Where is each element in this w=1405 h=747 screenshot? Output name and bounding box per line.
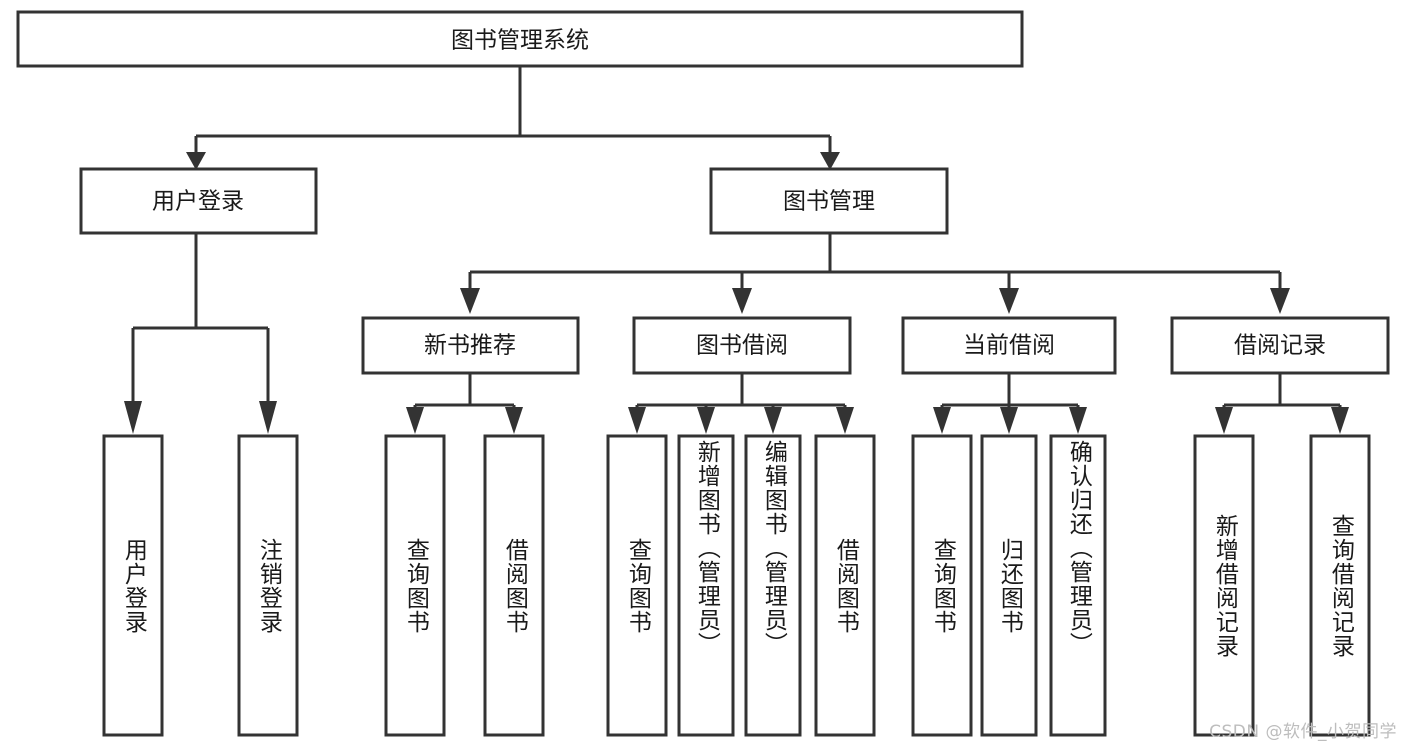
csdn-watermark: CSDN @软件_小贺同学: [1209, 722, 1397, 742]
arrow-head-leaf-query-book-1: [406, 407, 424, 434]
node-label-book-borrow: 图书借阅: [696, 333, 788, 359]
node-label-book-manage: 图书管理: [783, 189, 875, 215]
node-box-root[interactable]: [16, 10, 1024, 68]
node-box-book-manage[interactable]: [709, 167, 949, 235]
node-box-leaf-return-book[interactable]: [980, 434, 1038, 737]
arrow-head-leaf-query-book-2: [628, 407, 646, 434]
arrow-head-leaf-add-record: [1215, 407, 1233, 434]
node-box-leaf-add-book[interactable]: [677, 434, 735, 737]
arrow-head-book-borrow: [732, 288, 752, 314]
arrow-head-leaf-query-record: [1331, 407, 1349, 434]
node-box-leaf-query-book-1[interactable]: [384, 434, 446, 737]
node-box-leaf-query-record[interactable]: [1309, 434, 1371, 737]
arrow-head-leaf-confirm-return: [1069, 407, 1087, 434]
arrow-head-leaf-logout: [259, 401, 277, 434]
arrow-head-leaf-add-book: [697, 407, 715, 434]
arrow-head-current-borrow: [999, 288, 1019, 314]
node-box-user-login[interactable]: [79, 167, 318, 235]
node-box-borrow-record[interactable]: [1170, 316, 1390, 375]
node-label-current-borrow: 当前借阅: [963, 333, 1055, 359]
node-label-borrow-record: 借阅记录: [1234, 333, 1326, 359]
node-label-new-book-recommend: 新书推荐: [424, 333, 516, 359]
node-box-book-borrow[interactable]: [632, 316, 852, 375]
arrow-head-leaf-borrow-book-1: [505, 407, 523, 434]
node-box-leaf-confirm-return[interactable]: [1049, 434, 1107, 737]
node-box-new-book-recommend[interactable]: [361, 316, 580, 375]
node-box-leaf-borrow-book-1[interactable]: [483, 434, 545, 737]
arrow-head-book-manage: [820, 152, 840, 170]
arrow-head-leaf-user-login: [124, 401, 142, 434]
arrow-head-borrow-record: [1270, 288, 1290, 314]
node-box-leaf-add-record[interactable]: [1193, 434, 1255, 737]
connector-layer: [124, 66, 1349, 434]
arrow-head-leaf-return-book: [1000, 407, 1018, 434]
node-label-root: 图书管理系统: [451, 28, 589, 54]
node-box-leaf-query-book-2[interactable]: [606, 434, 668, 737]
node-box-current-borrow[interactable]: [901, 316, 1117, 375]
arrow-head-user-login: [186, 152, 206, 170]
node-box-leaf-query-book-3[interactable]: [911, 434, 973, 737]
node-box-leaf-user-login[interactable]: [102, 434, 164, 737]
arrow-head-leaf-borrow-book-2: [836, 407, 854, 434]
node-box-leaf-edit-book[interactable]: [744, 434, 802, 737]
node-label-user-login: 用户登录: [152, 189, 244, 215]
arrow-head-leaf-edit-book: [764, 407, 782, 434]
node-box-leaf-logout[interactable]: [237, 434, 299, 737]
node-layer: 图书管理系统 用户登录 图书管理 新书推荐 图书借阅 当前借阅 借阅记录: [16, 10, 1390, 737]
arrow-head-leaf-query-book-3: [933, 407, 951, 434]
node-box-leaf-borrow-book-2[interactable]: [814, 434, 876, 737]
arrow-head-new-book-recommend: [460, 288, 480, 314]
